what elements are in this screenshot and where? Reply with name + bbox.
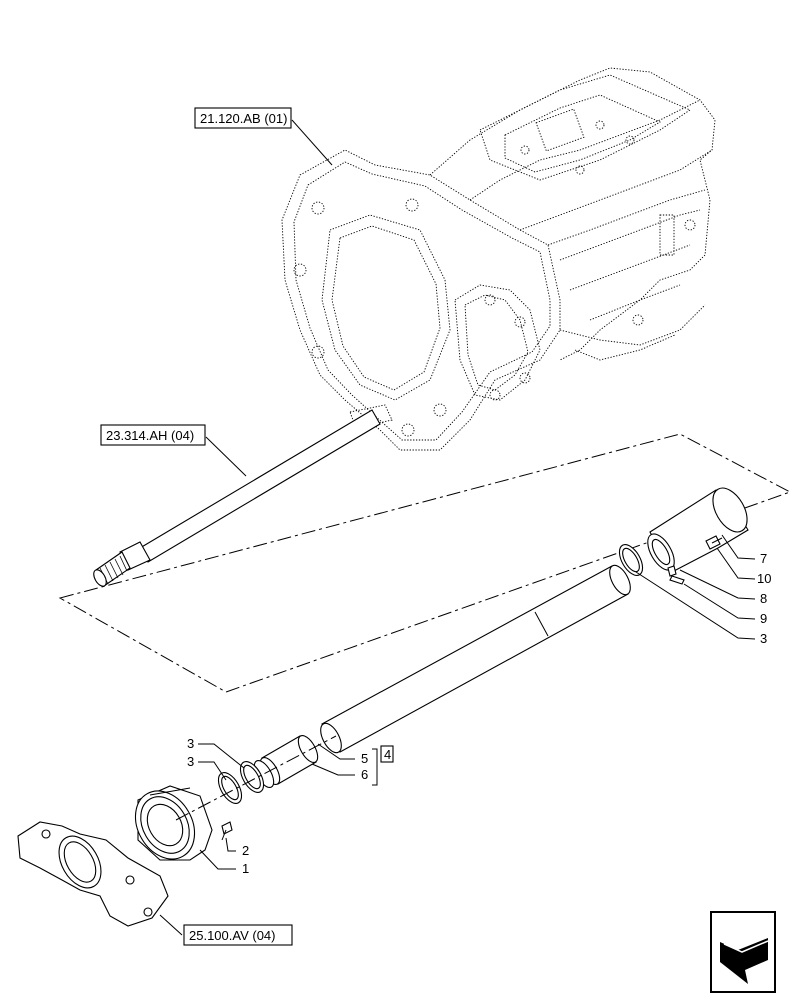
rear-bearing-housing bbox=[618, 487, 749, 585]
transmission-housing bbox=[281, 67, 716, 451]
callout-6: 6 bbox=[361, 767, 368, 782]
callout-8: 8 bbox=[760, 591, 767, 606]
leader-lines bbox=[159, 119, 756, 936]
front-bearing-parts bbox=[17, 734, 319, 927]
ref-axle-support[interactable]: 25.100.AV (04) bbox=[189, 928, 275, 943]
ref-box-pto-shaft bbox=[100, 424, 206, 446]
pto-shaft-drawing bbox=[93, 409, 381, 587]
callout-9: 9 bbox=[760, 611, 767, 626]
arrow-icon[interactable] bbox=[710, 911, 776, 993]
callout-7: 7 bbox=[760, 551, 767, 566]
callout-3-right: 3 bbox=[760, 631, 767, 646]
callout-5: 5 bbox=[361, 751, 368, 766]
ref-pto-shaft[interactable]: 23.314.AH (04) bbox=[106, 428, 194, 443]
callout-4[interactable]: 4 bbox=[384, 747, 391, 762]
ref-box-axle-support bbox=[183, 924, 293, 946]
callout-10: 10 bbox=[757, 571, 771, 586]
outer-tube bbox=[320, 564, 631, 754]
callout-2: 2 bbox=[242, 843, 249, 858]
callout-4-box bbox=[380, 745, 394, 763]
centre-line bbox=[175, 735, 337, 821]
ref-transmission-housing[interactable]: 21.120.AB (01) bbox=[200, 111, 287, 126]
ref-box-transmission-housing bbox=[194, 107, 292, 129]
callout-1: 1 bbox=[242, 861, 249, 876]
callout-3-mid: 3 bbox=[187, 754, 194, 769]
assembly-boundary bbox=[58, 433, 792, 693]
callout-3-top: 3 bbox=[187, 736, 194, 751]
group-bracket bbox=[372, 748, 378, 786]
